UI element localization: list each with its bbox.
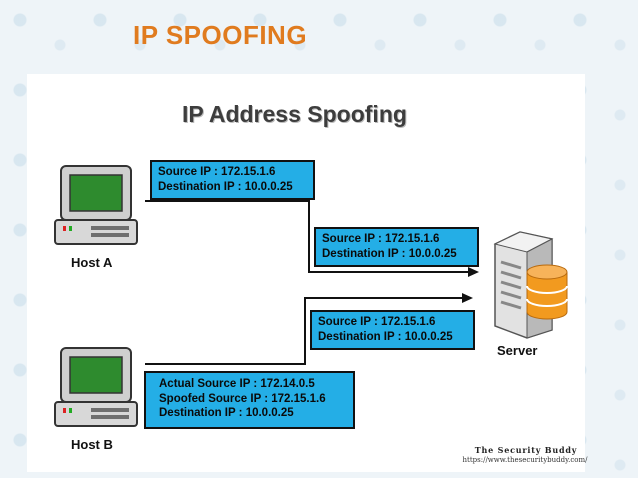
- credit-url: https://www.thesecuritybuddy.com/: [462, 456, 588, 464]
- destination-ip-text: Destination IP : 10.0.0.25: [318, 330, 453, 343]
- diagram-graphics: [54, 165, 568, 427]
- host-b-computer-icon: [54, 347, 138, 427]
- source-ip-text: Source IP : 172.15.1.6: [322, 233, 440, 245]
- source-ip-text: Source IP : 172.15.1.6: [318, 316, 436, 328]
- destination-ip-text: Destination IP : 10.0.0.25: [158, 180, 293, 193]
- packet-box-host-b-origin: Actual Source IP : 172.14.0.5 Spoofed So…: [144, 371, 355, 429]
- source-ip-text: Source IP : 172.15.1.6: [158, 166, 276, 178]
- credit-name: The Security Buddy: [474, 445, 578, 455]
- packet-box-host-b-arrival: Source IP : 172.15.1.6 Destination IP : …: [310, 310, 475, 350]
- diagram-title: IP Address Spoofing: [182, 101, 407, 127]
- destination-ip-text: Destination IP : 10.0.0.25: [322, 247, 457, 260]
- destination-ip-text: Destination IP : 10.0.0.25: [159, 407, 294, 419]
- diagram-panel: IP Address Spoofing: [27, 74, 587, 472]
- host-b-label: Host B: [71, 437, 113, 452]
- host-a-label: Host A: [71, 255, 113, 270]
- host-a-computer-icon: [54, 165, 138, 245]
- server-label: Server: [497, 343, 538, 358]
- spoofed-source-ip-text: Spoofed Source IP : 172.15.1.6: [159, 392, 326, 405]
- arrow-host-b-to-server: [145, 293, 473, 365]
- actual-source-ip-text: Actual Source IP : 172.14.0.5: [159, 378, 315, 390]
- slide-title: IP SPOOFING: [133, 20, 308, 50]
- packet-box-host-a-arrival: Source IP : 172.15.1.6 Destination IP : …: [314, 227, 479, 267]
- arrow-host-a-to-server: [145, 200, 479, 277]
- packet-box-host-a-origin: Source IP : 172.15.1.6 Destination IP : …: [150, 160, 315, 200]
- database-icon: [526, 264, 568, 320]
